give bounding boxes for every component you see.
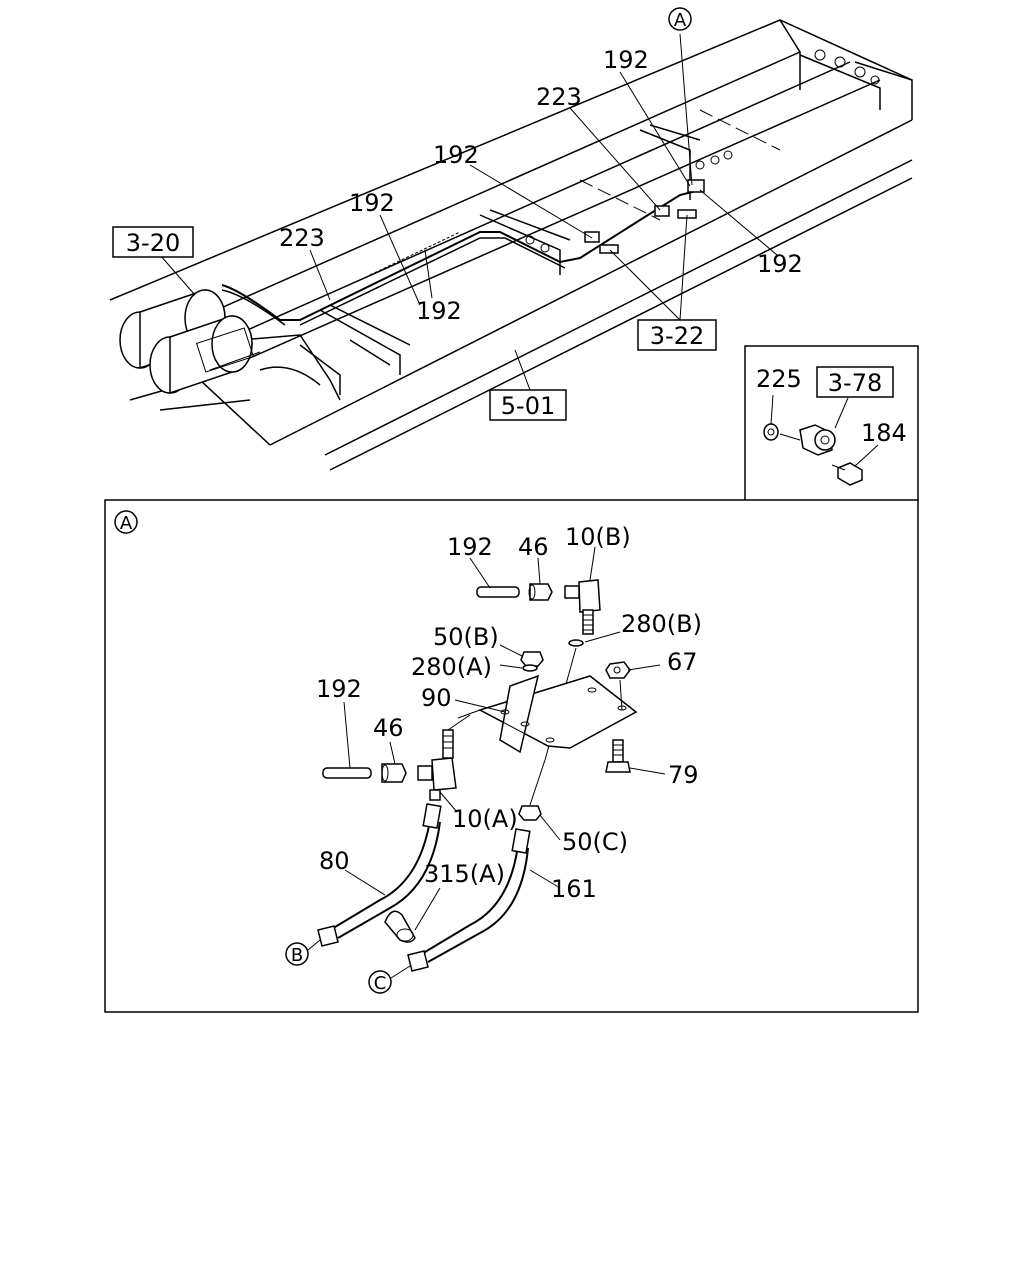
label-192-left: 192 [349, 189, 395, 217]
inset-panel: 3-78 225 184 [744, 345, 919, 500]
clip-315a [384, 910, 416, 943]
callout-a-letter: A [674, 10, 687, 31]
callout-c: C [368, 970, 392, 994]
label-280b: 280(B) [621, 610, 702, 638]
label-50b: 50(B) [433, 623, 499, 651]
label-46-b: 46 [373, 714, 404, 742]
svg-text:3-22: 3-22 [650, 322, 704, 350]
pipe-192-upper [476, 586, 520, 598]
label-192-a: 192 [447, 533, 493, 561]
ref-box-3-78: 3-78 [828, 369, 882, 397]
ref-box-5-01: 5-01 [489, 389, 567, 421]
label-10a: 10(A) [452, 805, 518, 833]
upper-leaders [159, 33, 778, 391]
nut-46-lower [381, 763, 407, 783]
label-280a: 280(A) [411, 653, 492, 681]
label-184: 184 [861, 419, 907, 447]
label-80: 80 [319, 847, 350, 875]
washer-225 [763, 423, 779, 441]
hose-80 [317, 803, 442, 947]
label-223-left: 223 [279, 224, 325, 252]
pipe-192-lower [322, 767, 372, 779]
svg-text:3-20: 3-20 [126, 229, 180, 257]
svg-text:5-01: 5-01 [501, 392, 555, 420]
bolt-79 [605, 739, 631, 773]
callout-a-detail: A [114, 510, 138, 534]
callout-b: B [285, 942, 309, 966]
nut-50c [518, 805, 542, 821]
nut-67 [605, 661, 631, 679]
label-192-right: 192 [757, 250, 803, 278]
detail-leaders [307, 546, 666, 979]
label-192-b: 192 [316, 675, 362, 703]
callout-a-top: A [668, 7, 692, 31]
nut-46-upper [528, 583, 553, 601]
air-tanks [119, 289, 261, 395]
svg-text:B: B [291, 945, 303, 966]
tee-10a [417, 729, 457, 801]
svg-text:C: C [374, 973, 387, 994]
label-192-top: 192 [603, 46, 649, 74]
label-192-low: 192 [416, 297, 462, 325]
nut-50b [520, 651, 544, 667]
tee-10b [564, 579, 601, 635]
label-46-a: 46 [518, 533, 549, 561]
ref-box-3-22: 3-22 [637, 319, 717, 351]
ref-box-3-20: 3-20 [112, 226, 194, 258]
hose-161 [407, 828, 531, 972]
detail-a-panel [104, 499, 919, 1013]
label-192-mid: 192 [433, 141, 479, 169]
label-79: 79 [668, 761, 699, 789]
label-90: 90 [421, 684, 452, 712]
label-161: 161 [551, 875, 597, 903]
bolt-184 [837, 462, 863, 486]
label-67: 67 [667, 648, 698, 676]
label-225: 225 [756, 365, 802, 393]
label-50c: 50(C) [562, 828, 628, 856]
svg-text:A: A [120, 513, 133, 534]
label-10b: 10(B) [565, 523, 631, 551]
washer-280a [522, 664, 538, 672]
label-223-top: 223 [536, 83, 582, 111]
washer-280b [568, 639, 584, 647]
label-315a: 315(A) [424, 860, 505, 888]
chassis-frame [109, 19, 913, 471]
